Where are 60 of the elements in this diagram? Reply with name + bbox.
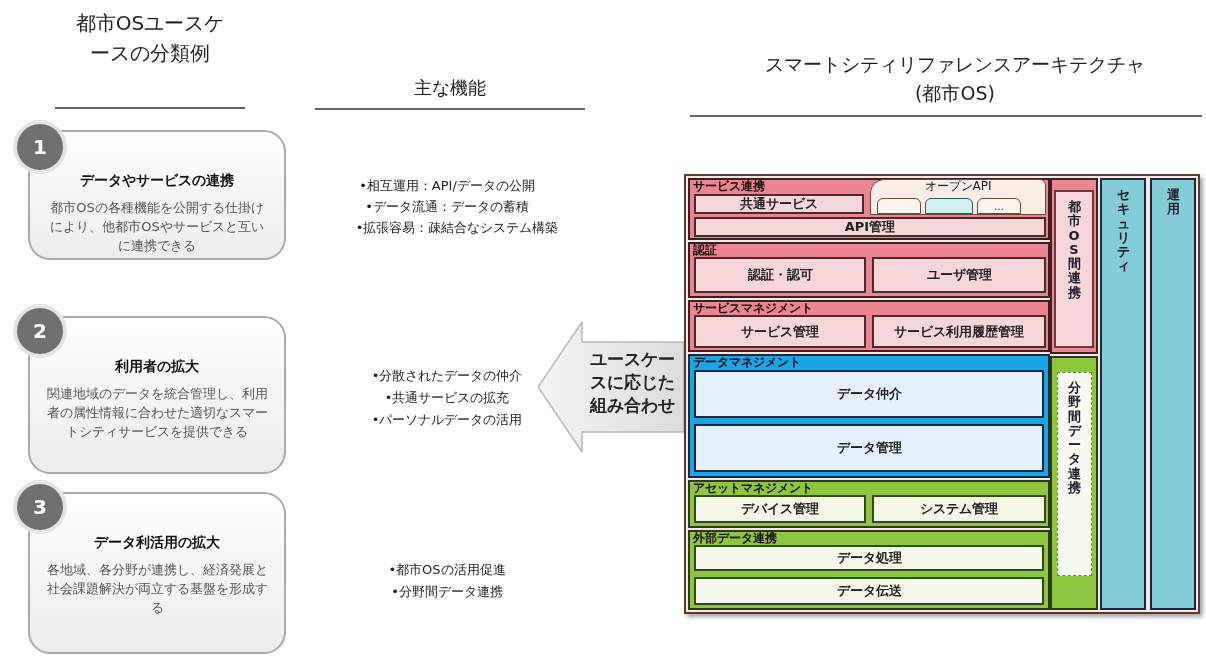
function-box: サービス利用履歴管理 [872,315,1046,348]
layer-label: 外部データ連携 [693,531,777,545]
layer-label: データマネジメント [693,355,801,369]
layer-panel [688,530,1050,610]
vertical-label: 分野間データ連携 [1068,381,1081,498]
bullet-text: •分散されたデータの仲介 [371,367,523,385]
vertical-panel [1150,178,1196,610]
card-title: データやサービスの連携 [80,171,234,190]
layer-label: サービスマネジメント [693,301,813,315]
layer-panel [688,242,1050,298]
function-box: データ処理 [694,545,1044,571]
column-heading: 都市OSユースケースの分類例 [75,10,225,67]
card-body: 各地域、各分野が連携し、経済発展と社会課題解決が両立する基盤を形成する [45,561,269,617]
function-box: データ管理 [694,424,1044,472]
function-box: システム管理 [872,495,1046,523]
layer-label: アセットマネジメント [693,481,813,495]
card-body: 関連地域のデータを統合管理し、利用者の属性情報に合わせた適切なスマートシティサービスを提供できる [45,385,269,441]
vertical-panel [1057,372,1092,576]
api-tab: … [977,198,1021,214]
layer-panel [688,480,1050,528]
vertical-label: 運用 [1166,188,1180,219]
function-box: 共通サービス [694,194,864,214]
bullet-text: •共通サービスの拡充 [384,389,510,407]
architecture-frame [684,174,1200,614]
column-heading: 主な機能 [414,76,486,100]
function-box: データ仲介 [694,370,1044,418]
layer-label: 認証 [693,243,717,257]
function-box: API管理 [694,217,1046,237]
function-box: 認証・認可 [694,257,866,293]
api-tab-group [870,179,1046,215]
column-heading: スマートシティリファレンスアーキテクチャ(都市OS) [764,52,1146,106]
bullet-text: •拡張容易：疎結合なシステム構築 [355,219,559,237]
vertical-panel [1054,190,1094,348]
vertical-panel [1100,178,1146,610]
card-title: データ利活用の拡大 [94,533,220,552]
function-box: デバイス管理 [694,495,866,523]
bullet-text: •都市OSの活用促進 [388,561,506,579]
bullet-text: •パーソナルデータの活用 [371,411,523,429]
bullet-text: •相互運用：API/データの公開 [359,177,535,195]
layer-panel [688,354,1050,478]
bullet-text: •データ流通：データの蓄積 [365,198,529,216]
function-box: サービス管理 [694,315,866,348]
function-box: ユーザ管理 [872,257,1046,293]
use-case-card [28,492,286,654]
card-body: 都市OSの各種機能を公開する仕掛けにより、他都市OSやサービスと互いに連携できる [49,199,265,255]
arrow-label: ユースケースに応じた組み合わせ [588,348,676,417]
layer-panel [688,300,1050,352]
group-label: オープンAPI [923,179,993,193]
layer-panel [688,178,1050,240]
vertical-label: セキュリティ [1116,188,1130,276]
api-tab [877,198,921,214]
vertical-label: 都市OS間連携 [1067,200,1081,302]
layer-label: サービス連携 [693,179,765,193]
api-tab [925,198,973,214]
use-case-card [28,130,286,260]
function-box: データ伝送 [694,577,1044,605]
bullet-text: •分野間データ連携 [391,583,503,601]
card-title: 利用者の拡大 [115,357,199,376]
left-arrow [538,322,686,452]
use-case-card [28,316,286,474]
